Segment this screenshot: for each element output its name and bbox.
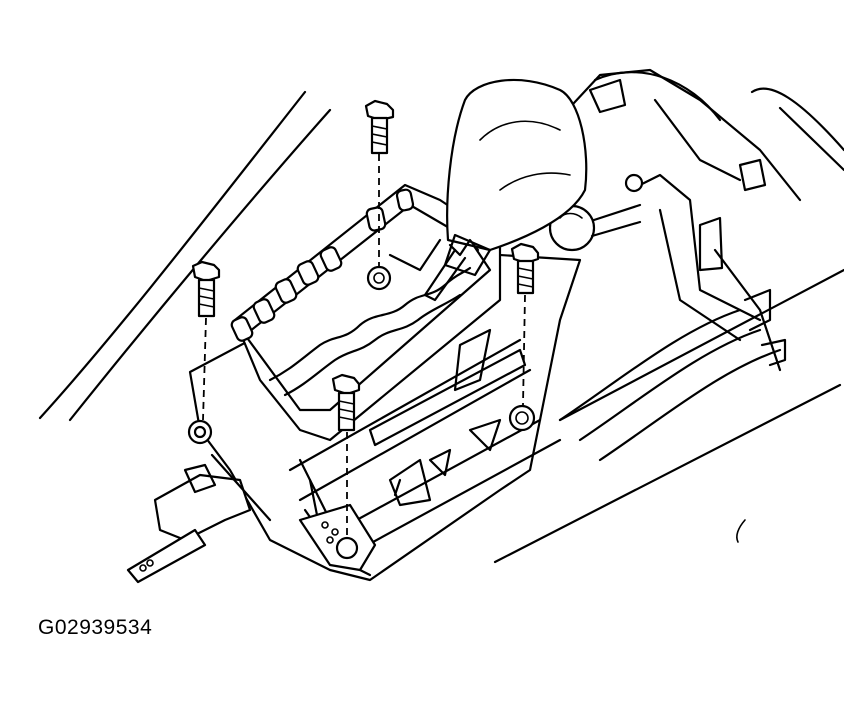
alignment-line (202, 154, 526, 538)
side-lever (126, 419, 272, 584)
mount-bracket (298, 503, 377, 572)
shift-knob (423, 78, 588, 302)
bolt-icon (331, 373, 361, 432)
bolt-icon (510, 242, 540, 295)
console-outline (38, 68, 844, 564)
cable-harness (558, 78, 787, 462)
mount-hole (366, 265, 392, 291)
bolt-icon (364, 99, 395, 155)
figure-code: G02939534 (38, 616, 153, 639)
mount-hole (508, 404, 536, 432)
bolt-icon (191, 260, 221, 318)
